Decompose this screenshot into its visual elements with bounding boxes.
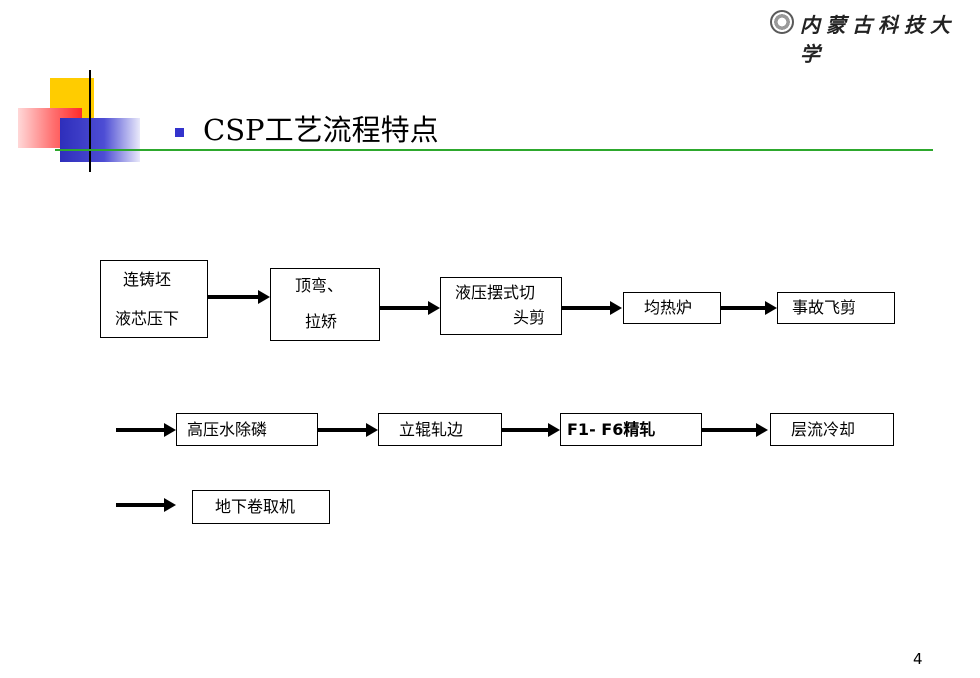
flow-arrow — [380, 301, 440, 315]
flow-arrow — [208, 290, 270, 304]
flow-box-downcoiler: 地下卷取机 — [192, 490, 330, 524]
flow-box-line: 层流冷却 — [791, 420, 856, 439]
flow-arrow — [116, 423, 176, 437]
flow-box-line: 立辊轧边 — [399, 420, 464, 439]
flow-box-emergency-shear: 事故飞剪 — [777, 292, 895, 324]
decor-blue-square — [60, 118, 140, 162]
flow-box-laminar-cooling: 层流冷却 — [770, 413, 894, 446]
slide-title: CSP工艺流程特点 — [203, 113, 439, 147]
flow-box-pendulum-shear: 液压摆式切 头剪 — [440, 277, 562, 335]
flow-box-line: 头剪 — [513, 308, 546, 327]
flow-arrow — [721, 301, 777, 315]
page-number: 4 — [913, 650, 923, 668]
flow-box-line: 高压水除磷 — [187, 420, 268, 439]
flow-box-casting-slab: 连铸坯 液芯压下 — [100, 260, 208, 338]
flow-arrow — [502, 423, 560, 437]
flow-arrow — [318, 423, 378, 437]
flow-box-soaking-furnace: 均热炉 — [623, 292, 721, 324]
decor-vertical-line — [89, 70, 91, 172]
flow-box-line: F1- F6精轧 — [567, 420, 656, 439]
flow-box-line: 拉矫 — [305, 312, 338, 331]
flow-arrow — [116, 498, 176, 512]
flow-box-line: 均热炉 — [644, 298, 693, 317]
flow-box-line: 液压摆式切 — [455, 283, 536, 302]
university-name: 内蒙古科技大学 — [800, 13, 956, 66]
flow-box-edger: 立辊轧边 — [378, 413, 502, 446]
flow-arrow — [702, 423, 768, 437]
flow-arrow — [562, 301, 622, 315]
flow-box-bending-straightening: 顶弯、 拉矫 — [270, 268, 380, 341]
flow-box-line: 连铸坯 — [123, 270, 172, 289]
flow-box-line: 液芯压下 — [115, 309, 180, 328]
title-bullet-icon — [175, 128, 184, 137]
university-seal-icon — [770, 10, 794, 34]
title-underline — [55, 149, 933, 151]
flow-box-line: 事故飞剪 — [792, 298, 857, 317]
flow-box-line: 地下卷取机 — [215, 497, 296, 516]
flow-box-descaling: 高压水除磷 — [176, 413, 318, 446]
flow-box-line: 顶弯、 — [295, 276, 344, 295]
flow-box-finishing-mill: F1- F6精轧 — [560, 413, 702, 446]
